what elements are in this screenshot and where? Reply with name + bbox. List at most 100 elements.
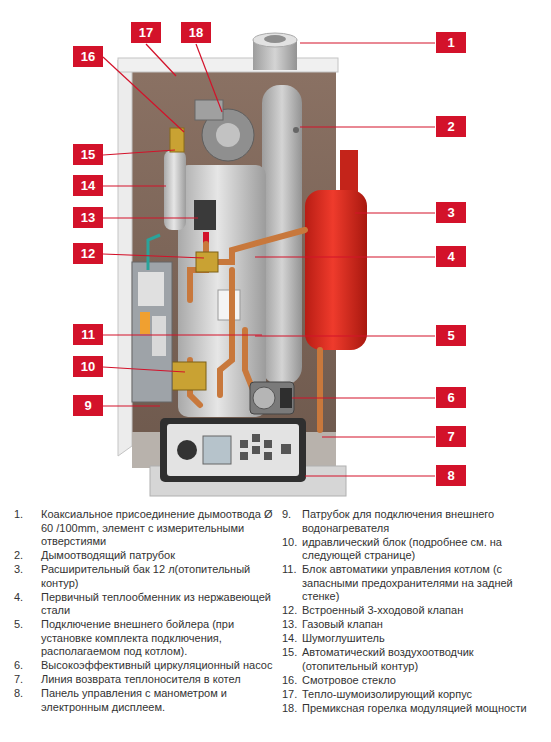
callout-number: 18 bbox=[181, 22, 211, 43]
three-way-valve bbox=[196, 252, 218, 272]
list-text: идравлический блок (подробнее см. на сле… bbox=[302, 536, 544, 563]
list-number: 13. bbox=[282, 618, 302, 632]
list-number: 11. bbox=[282, 563, 302, 577]
list-text: Автоматический воздухоотводчик (отопител… bbox=[302, 646, 544, 673]
flue-inner bbox=[264, 35, 286, 43]
list-number: 7. bbox=[14, 673, 41, 687]
list-text: Подключение внешнего бойлера (при устано… bbox=[41, 618, 276, 659]
callout-number: 12 bbox=[73, 243, 103, 264]
list-text: Линия возврата теплоносителя в котел bbox=[41, 673, 276, 687]
manometer bbox=[177, 440, 197, 460]
list-row: 15.Автоматический воздухоотводчик (отопи… bbox=[282, 646, 544, 673]
hydraulic-block bbox=[172, 362, 206, 390]
list-text: Шумоглушитель bbox=[302, 632, 544, 646]
list-row: 8.Панель управления с манометром и элект… bbox=[14, 687, 276, 714]
callout-number: 8 bbox=[436, 465, 466, 486]
list-number: 14. bbox=[282, 632, 302, 646]
callout-number: 13 bbox=[73, 207, 103, 228]
expansion-tank bbox=[305, 190, 367, 350]
list-row: 18.Премиксная горелка модуляцией мощност… bbox=[282, 702, 544, 716]
list-row: 12.Встроенный 3-хходовой клапан bbox=[282, 604, 544, 618]
list-number: 4. bbox=[14, 591, 41, 605]
list-text: Первичный теплообменник из нержавеющей с… bbox=[41, 591, 276, 618]
fan-hub bbox=[216, 123, 240, 147]
list-text: Коаксиальное присоединение дымоотвода Ø … bbox=[41, 508, 276, 549]
list-row: 11.Блок автоматики управления котлом (с … bbox=[282, 563, 544, 604]
pump-head bbox=[253, 387, 275, 409]
list-text: Блок автоматики управления котлом (с зап… bbox=[302, 563, 544, 604]
pump bbox=[250, 382, 294, 414]
terminal bbox=[152, 316, 166, 356]
list-row: 16.Смотровое стекло bbox=[282, 674, 544, 688]
air-vent bbox=[170, 128, 184, 152]
callout-number: 11 bbox=[73, 324, 103, 345]
list-text: Встроенный 3-хходовой клапан bbox=[302, 604, 544, 618]
control-board bbox=[138, 272, 164, 306]
list-column: 1.Коаксиальное присоединение дымоотвода … bbox=[14, 508, 276, 715]
pump-box bbox=[280, 388, 292, 408]
copper-pipes bbox=[190, 230, 320, 430]
list-number: 5. bbox=[14, 618, 41, 632]
list-column: 9.Патрубок для подключения внешнего водо… bbox=[282, 508, 544, 716]
list-row: 2.Дымоотводящий патрубок bbox=[14, 549, 276, 563]
callout-number: 2 bbox=[436, 116, 466, 137]
list-text: Панель управления с манометром и электро… bbox=[41, 687, 276, 714]
list-row: 10.идравлический блок (подробнее см. на … bbox=[282, 536, 544, 563]
list-number: 18. bbox=[282, 702, 302, 716]
list-number: 17. bbox=[282, 688, 302, 702]
callout-number: 5 bbox=[436, 325, 466, 346]
fuse bbox=[140, 312, 150, 334]
list-number: 9. bbox=[282, 508, 302, 522]
leader-lines bbox=[103, 43, 435, 476]
list-text: Патрубок для подключения внешнего водона… bbox=[302, 508, 544, 535]
wire bbox=[148, 235, 160, 270]
list-row: 6.Высокоэффективный циркуляционный насос bbox=[14, 659, 276, 673]
list-text: Расширительный бак 12 л(отопительный кон… bbox=[41, 563, 276, 590]
list-number: 12. bbox=[282, 604, 302, 618]
list-text: Премиксная горелка модуляцией мощности bbox=[302, 702, 544, 716]
list-row: 9.Патрубок для подключения внешнего водо… bbox=[282, 508, 544, 535]
list-row: 17.Тепло-шумоизолирующий корпус bbox=[282, 688, 544, 702]
list-text: Смотровое стекло bbox=[302, 674, 544, 688]
gas-valve bbox=[194, 200, 216, 230]
tank-bracket bbox=[340, 150, 358, 195]
callout-number: 6 bbox=[436, 387, 466, 408]
panel-buttons bbox=[240, 434, 291, 460]
list-text: Высокоэффективный циркуляционный насос bbox=[41, 659, 276, 673]
top-lid bbox=[118, 58, 338, 72]
side-wall bbox=[118, 60, 132, 456]
list-text: Дымоотводящий патрубок bbox=[41, 549, 276, 563]
list-row: 14.Шумоглушитель bbox=[282, 632, 544, 646]
callout-number: 1 bbox=[436, 32, 466, 53]
callout-number: 3 bbox=[436, 202, 466, 223]
callout-number: 9 bbox=[73, 395, 103, 416]
callout-number: 4 bbox=[436, 246, 466, 267]
list-row: 1.Коаксиальное присоединение дымоотвода … bbox=[14, 508, 276, 549]
list-number: 2. bbox=[14, 549, 41, 563]
duct-port bbox=[293, 127, 299, 133]
list-number: 3. bbox=[14, 563, 41, 577]
display bbox=[203, 436, 231, 464]
callout-number: 17 bbox=[131, 22, 161, 43]
flue-top bbox=[253, 33, 297, 47]
callout-number: 14 bbox=[73, 175, 103, 196]
list-number: 6. bbox=[14, 659, 41, 673]
callout-number: 7 bbox=[436, 426, 466, 447]
list-row: 7.Линия возврата теплоносителя в котел bbox=[14, 673, 276, 687]
callout-number: 10 bbox=[73, 356, 103, 377]
panel-face bbox=[167, 424, 299, 476]
list-number: 10. bbox=[282, 536, 302, 550]
list-number: 15. bbox=[282, 646, 302, 660]
list-text: Газовый клапан bbox=[302, 618, 544, 632]
list-row: 3.Расширительный бак 12 л(отопительный к… bbox=[14, 563, 276, 590]
list-row: 5.Подключение внешнего бойлера (при уста… bbox=[14, 618, 276, 659]
callout-number: 16 bbox=[73, 46, 103, 67]
list-row: 13.Газовый клапан bbox=[282, 618, 544, 632]
list-number: 16. bbox=[282, 674, 302, 688]
list-number: 1. bbox=[14, 508, 41, 522]
list-number: 8. bbox=[14, 687, 41, 701]
control-panel bbox=[160, 418, 306, 482]
callout-number: 15 bbox=[73, 144, 103, 165]
list-text: Тепло-шумоизолирующий корпус bbox=[302, 688, 544, 702]
